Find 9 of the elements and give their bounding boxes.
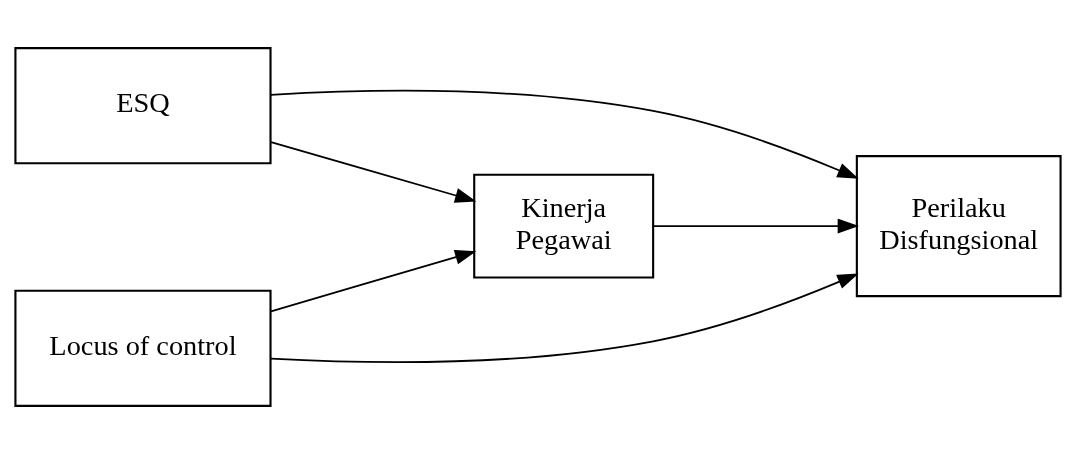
arrow xyxy=(269,272,859,363)
arrow xyxy=(652,218,859,234)
arrow xyxy=(270,249,477,312)
node-box: Kinerja Pegawai xyxy=(473,173,655,279)
node-box: Locus of control xyxy=(14,289,272,407)
node-box: Perilaku Disfungsional xyxy=(855,154,1062,297)
arrow xyxy=(269,89,859,179)
node-box: ESQ xyxy=(14,46,272,164)
arrow xyxy=(270,140,477,203)
